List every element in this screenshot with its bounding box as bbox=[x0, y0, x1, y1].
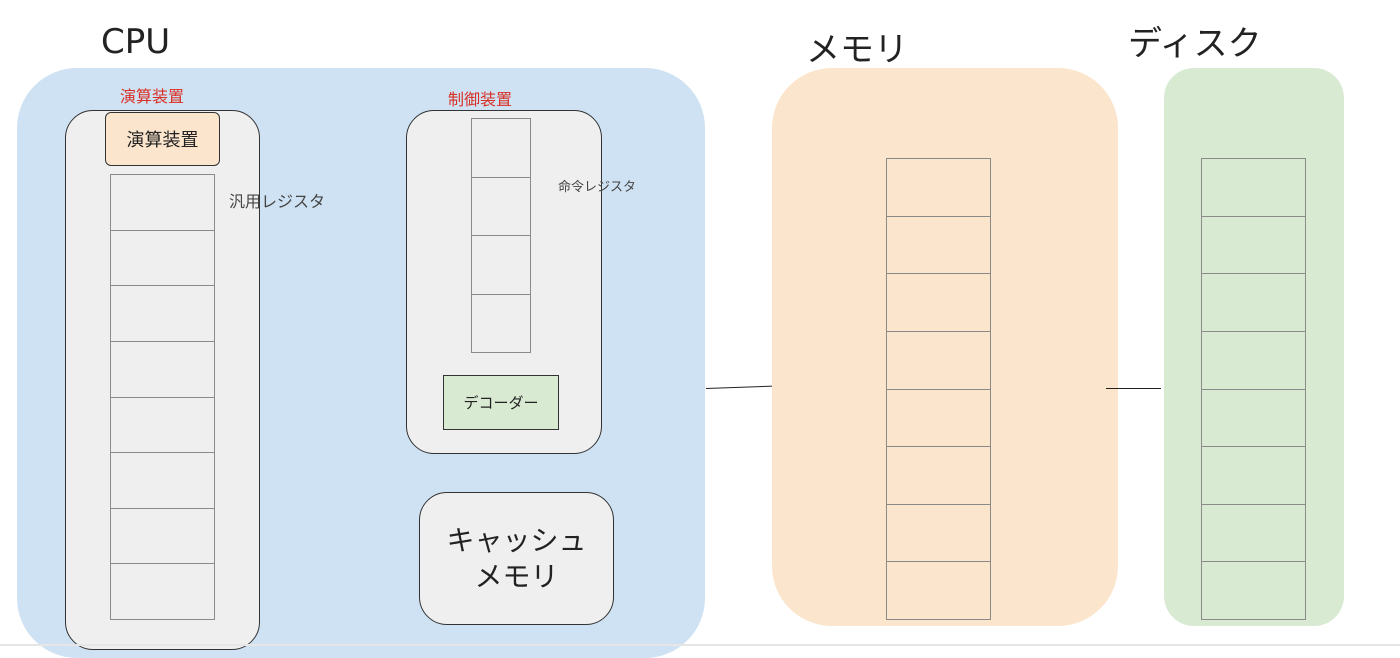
alu-group-label: 演算装置 bbox=[120, 87, 185, 106]
bottom-divider bbox=[0, 644, 1400, 646]
cell bbox=[472, 295, 530, 353]
disk-title: ディスク bbox=[1128, 24, 1262, 64]
memory-cell-stack bbox=[886, 158, 991, 620]
disk-panel bbox=[1164, 68, 1344, 626]
memory-panel bbox=[772, 68, 1118, 626]
cpu-title: CPU bbox=[101, 22, 171, 62]
cache-memory-box: キャッシュ メモリ bbox=[419, 492, 614, 625]
cell bbox=[887, 332, 990, 390]
memory-title: メモリ bbox=[806, 30, 908, 70]
cell bbox=[1202, 274, 1305, 332]
general-register-stack bbox=[110, 174, 215, 620]
memory-disk-connector bbox=[1106, 388, 1161, 389]
cpu-memory-connector bbox=[705, 385, 773, 389]
cell bbox=[472, 178, 530, 236]
cell bbox=[1202, 390, 1305, 448]
cache-line-2: メモリ bbox=[474, 559, 559, 593]
cell bbox=[111, 175, 214, 231]
cell bbox=[887, 217, 990, 275]
cell bbox=[887, 562, 990, 620]
cell bbox=[111, 509, 214, 565]
cell bbox=[1202, 562, 1305, 620]
instruction-register-label: 命令レジスタ bbox=[558, 180, 637, 195]
cache-line-1: キャッシュ bbox=[446, 523, 587, 557]
disk-cell-stack bbox=[1201, 158, 1306, 620]
cell bbox=[887, 274, 990, 332]
cell bbox=[1202, 159, 1305, 217]
cell bbox=[111, 453, 214, 509]
cell bbox=[1202, 332, 1305, 390]
decoder-box: デコーダー bbox=[443, 375, 559, 430]
cell bbox=[111, 231, 214, 287]
cell bbox=[887, 505, 990, 563]
cell bbox=[472, 119, 530, 178]
cell bbox=[887, 159, 990, 217]
cell bbox=[1202, 217, 1305, 275]
cell bbox=[111, 342, 214, 398]
cell bbox=[111, 398, 214, 454]
cell bbox=[472, 236, 530, 295]
cell bbox=[887, 447, 990, 505]
general-register-label: 汎用レジスタ bbox=[229, 192, 326, 211]
control-unit-label: 制御装置 bbox=[448, 90, 513, 109]
instruction-register-stack bbox=[471, 118, 531, 353]
cell bbox=[111, 564, 214, 620]
alu-box: 演算装置 bbox=[105, 112, 220, 166]
cell bbox=[1202, 505, 1305, 563]
cell bbox=[1202, 447, 1305, 505]
alu-register-group bbox=[65, 110, 260, 650]
cell bbox=[887, 390, 990, 448]
cell bbox=[111, 286, 214, 342]
